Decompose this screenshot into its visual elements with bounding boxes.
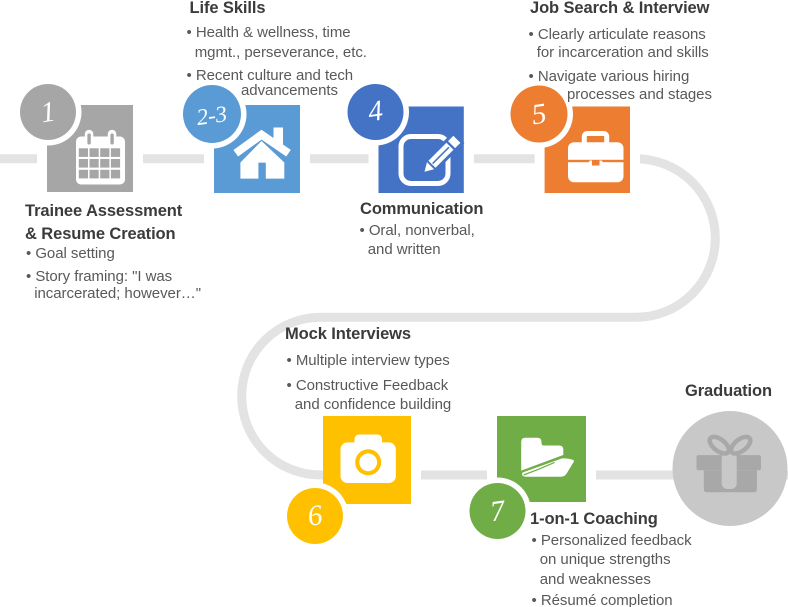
- svg-text:6: 6: [306, 499, 325, 533]
- svg-text:4: 4: [366, 95, 385, 129]
- svg-text:2-3: 2-3: [195, 101, 229, 130]
- svg-text:5: 5: [530, 98, 549, 132]
- svg-text:7: 7: [488, 494, 508, 528]
- svg-text:1: 1: [39, 96, 58, 130]
